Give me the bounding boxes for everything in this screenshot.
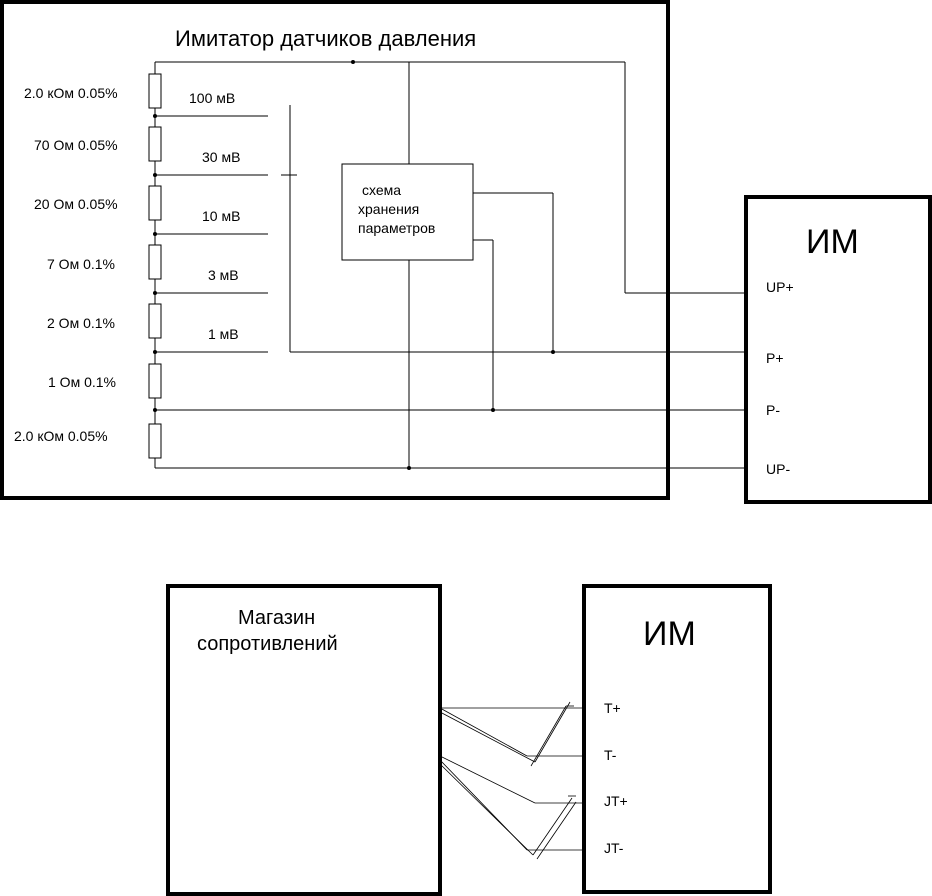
simulator-box [0, 0, 670, 500]
im-bottom-box [582, 584, 772, 894]
junction-dots [153, 60, 555, 470]
tap-label: 100 мВ [189, 90, 235, 106]
terminal-label: UP- [766, 461, 790, 477]
terminal-label: JT- [604, 840, 624, 856]
resistance-box-title: сопротивлений [197, 633, 338, 655]
storage-block [341, 163, 474, 261]
resistor-2 [148, 126, 162, 162]
terminal-label: JT+ [604, 793, 628, 809]
tap-label: 30 мВ [202, 149, 240, 165]
resistor-5 [148, 303, 162, 339]
im-bottom-title: ИМ [643, 615, 696, 653]
bottom-wiring [439, 701, 584, 860]
simulator-title: Имитатор датчиков давления [175, 26, 476, 51]
internal-wiring [281, 62, 746, 468]
im-top-box [744, 195, 932, 504]
resistor-label: 20 Ом 0.05% [34, 196, 118, 212]
terminal-label: P- [766, 402, 780, 418]
resistors [148, 73, 162, 459]
resistor-3 [148, 185, 162, 221]
resistor-label: 1 Ом 0.1% [48, 374, 116, 390]
resistor-label: 70 Ом 0.05% [34, 137, 118, 153]
tap-label: 10 мВ [202, 208, 240, 224]
resistor-7 [148, 423, 162, 459]
tap-label: 3 мВ [208, 267, 239, 283]
resistor-6 [148, 363, 162, 399]
resistor-1 [148, 73, 162, 109]
storage-block-label: параметров [358, 220, 435, 236]
resistor-4 [148, 244, 162, 280]
resistor-chain [154, 61, 746, 469]
tap-label: 1 мВ [208, 326, 239, 342]
resistance-box-title: Магазин [238, 607, 315, 629]
terminal-label: P+ [766, 350, 784, 366]
terminal-label: T+ [604, 700, 621, 716]
resistance-box [166, 584, 442, 896]
im-top-title: ИМ [806, 223, 859, 261]
resistor-label: 7 Ом 0.1% [47, 256, 115, 272]
resistor-label: 2.0 кОм 0.05% [24, 85, 118, 101]
resistor-label: 2.0 кОм 0.05% [14, 428, 108, 444]
terminal-label: UP+ [766, 279, 794, 295]
storage-block-label: схема [362, 182, 401, 198]
resistor-label: 2 Ом 0.1% [47, 315, 115, 331]
terminal-label: T- [604, 747, 617, 763]
storage-block-label: хранения [358, 201, 419, 217]
